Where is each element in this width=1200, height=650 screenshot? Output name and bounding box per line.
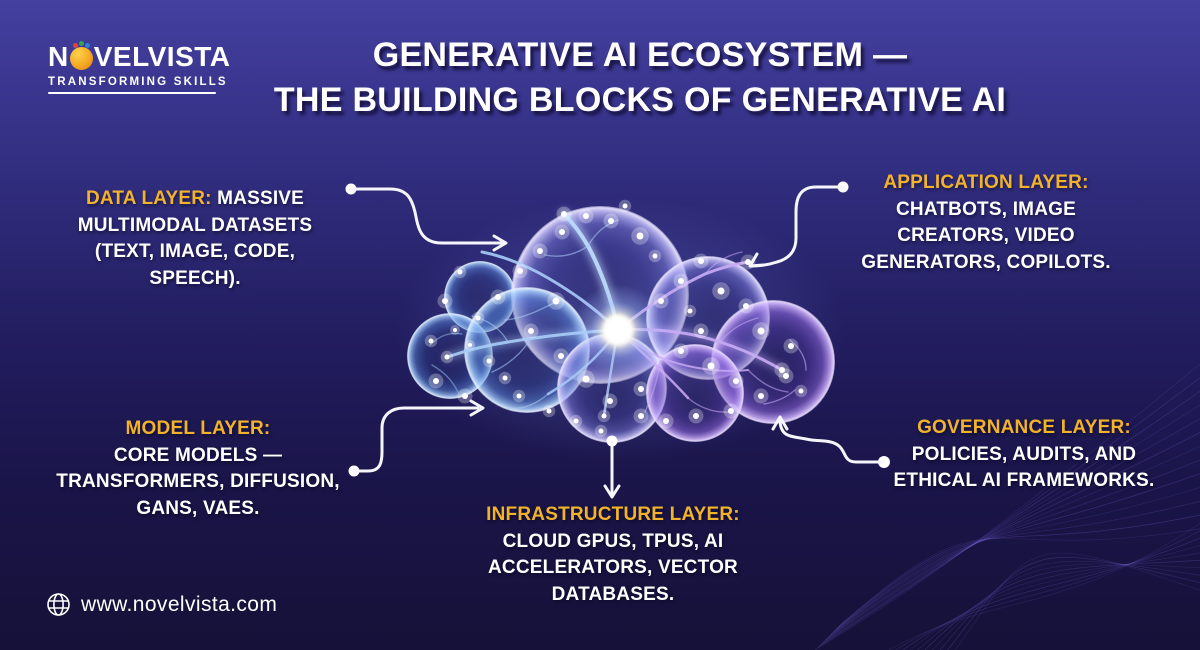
wave-mesh-decoration bbox=[814, 363, 1200, 650]
infrastructure-layer-heading: INFRASTRUCTURE LAYER: bbox=[486, 504, 740, 525]
cloud-bubble bbox=[407, 313, 493, 399]
logo-dot-blue bbox=[84, 42, 90, 48]
governance-layer-heading: GOVERNANCE LAYER: bbox=[917, 417, 1131, 438]
connector-dot-application bbox=[837, 181, 849, 193]
callout-application-layer: APPLICATION LAYER: CHATBOTS, IMAGE CREAT… bbox=[848, 170, 1124, 276]
cloud-bubble bbox=[464, 287, 590, 413]
neural-branches bbox=[429, 212, 807, 418]
callout-model-layer: MODEL LAYER: CORE MODELS — TRANSFORMERS,… bbox=[45, 416, 351, 522]
cloud-bubble bbox=[646, 256, 770, 380]
page-title: GENERATIVE AI ECOSYSTEM — THE BUILDING B… bbox=[150, 33, 1130, 123]
page-title-line2: THE BUILDING BLOCKS OF GENERATIVE AI bbox=[273, 81, 1007, 119]
brand-name: N VELVISTA bbox=[48, 40, 231, 72]
page-title-line1: GENERATIVE AI ECOSYSTEM — bbox=[372, 36, 908, 74]
cloud-core-glow bbox=[572, 284, 664, 376]
governance-layer-description: POLICIES, AUDITS, AND ETHICAL AI FRAMEWO… bbox=[893, 443, 1155, 492]
model-layer-heading: MODEL LAYER: bbox=[125, 418, 271, 439]
brand-tagline-rule bbox=[48, 92, 216, 94]
cloud-bubble bbox=[557, 333, 667, 443]
neural-cloud-illustration bbox=[395, 198, 845, 462]
cloud-bubble bbox=[511, 206, 689, 384]
website-url: www.novelvista.com bbox=[81, 592, 278, 616]
brand-name-prefix: N bbox=[48, 41, 69, 72]
brand-name-suffix: VELVISTA bbox=[93, 41, 231, 72]
data-layer-description: MASSIVE MULTIMODAL DATASETS (TEXT, IMAGE… bbox=[77, 188, 313, 289]
data-layer-heading: DATA LAYER: bbox=[85, 188, 212, 209]
callout-governance-layer: GOVERNANCE LAYER: POLICIES, AUDITS, AND … bbox=[884, 415, 1164, 495]
application-layer-heading: APPLICATION LAYER: bbox=[883, 172, 1089, 193]
callout-data-layer: DATA LAYER: MASSIVE MULTIMODAL DATASETS … bbox=[57, 186, 333, 292]
callout-connectors bbox=[345, 181, 890, 499]
callout-infrastructure-layer: INFRASTRUCTURE LAYER: CLOUD GPUS, TPUS, … bbox=[469, 502, 757, 608]
cloud-bubble bbox=[444, 261, 516, 333]
globe-icon bbox=[47, 593, 70, 616]
brand-orange-ball-icon bbox=[69, 40, 93, 70]
neural-nodes bbox=[424, 199, 808, 438]
brand-logo: N VELVISTA TRANSFORMING SKILLS bbox=[48, 40, 231, 94]
connector-dot-infrastructure bbox=[606, 435, 618, 447]
infrastructure-layer-description: CLOUD GPUS, TPUS, AI ACCELERATORS, VECTO… bbox=[488, 530, 738, 605]
application-layer-description: CHATBOTS, IMAGE CREATORS, VIDEO GENERATO… bbox=[861, 198, 1111, 273]
cloud-bubble bbox=[646, 344, 744, 442]
brand-tagline: TRANSFORMING SKILLS bbox=[48, 76, 228, 88]
cloud-bubble bbox=[711, 300, 835, 424]
footer: www.novelvista.com bbox=[46, 592, 277, 617]
logo-dot-green bbox=[78, 40, 84, 46]
cloud-core bbox=[603, 315, 633, 345]
model-layer-description: CORE MODELS — TRANSFORMERS, DIFFUSION, G… bbox=[56, 444, 340, 519]
logo-dot-red bbox=[72, 42, 78, 48]
connector-dot-data bbox=[345, 183, 357, 195]
